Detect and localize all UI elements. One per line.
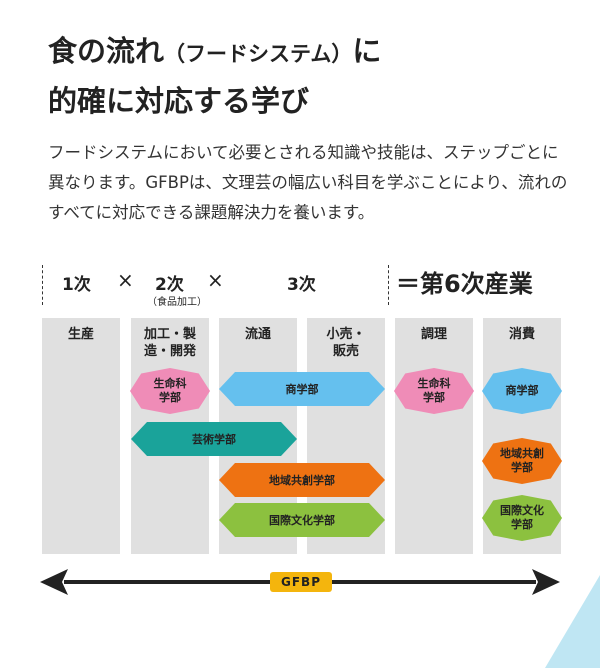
header-separator-left [42, 265, 43, 305]
column-production: 生産 [42, 318, 120, 554]
label-secondary-industry: 2次 [155, 275, 184, 295]
badge-commerce-consumption: 商学部 [482, 368, 562, 414]
arrow-regional: 地域共創学部 [219, 463, 385, 497]
arrow-commerce: 商学部 [219, 372, 385, 406]
times-sign-1: × [117, 268, 134, 292]
gfbp-arrow-right-head [532, 569, 560, 595]
heading-line-2: 的確に対応する学び [48, 84, 310, 118]
gfbp-arrow-left-head [40, 569, 68, 595]
column-label-processing: 加工・製造・開発 [143, 327, 196, 359]
badge-life-science-cooking: 生命科学部 [394, 368, 474, 414]
badge-life-science-processing: 生命科学部 [130, 368, 210, 414]
column-label-production: 生産 [67, 327, 94, 342]
description-text: フードシステムにおいて必要とされる知識や技能は、ステップごとに異なります。GFB… [48, 143, 568, 222]
badge-regional-consumption: 地域共創学部 [482, 438, 562, 484]
arrow-arts: 芸術学部 [131, 422, 297, 456]
label-food-processing: （食品加工） [147, 297, 207, 308]
label-primary-industry: 1次 [62, 275, 91, 295]
times-sign-2: × [207, 268, 224, 292]
column-cooking: 調理 [395, 318, 473, 554]
heading-tail: に [352, 34, 382, 68]
heading-paren: （フードシステム） [164, 42, 353, 66]
arrow-international: 国際文化学部 [219, 503, 385, 537]
label-sixth-industry: ＝第6次産業 [396, 270, 533, 298]
gfbp-label: GFBP [270, 572, 332, 592]
heading-main: 食の流れ [48, 34, 165, 68]
column-label-distribution: 流通 [244, 327, 271, 342]
header-separator-right [388, 265, 389, 305]
heading-line-1: 食の流れ（フードシステム）に [48, 28, 381, 70]
badge-international-consumption: 国際文化学部 [482, 495, 562, 541]
label-tertiary-industry: 3次 [287, 275, 316, 295]
column-label-consumption: 消費 [508, 327, 535, 342]
column-label-retail: 小売・販売 [326, 327, 366, 359]
column-label-cooking: 調理 [420, 327, 447, 342]
